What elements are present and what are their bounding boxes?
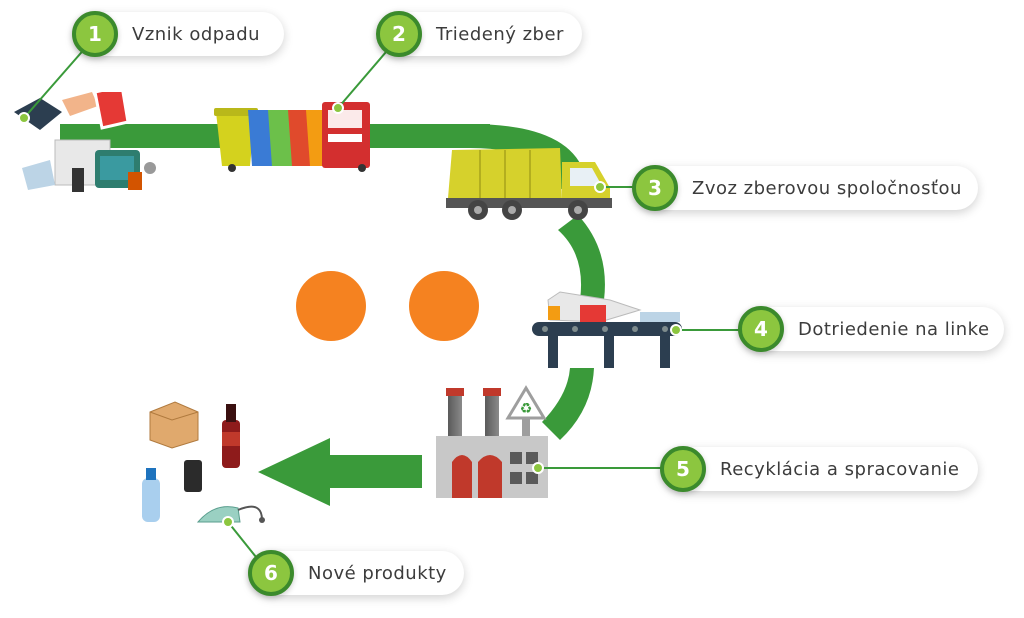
- sorting-line-illustration: [532, 291, 682, 368]
- step-2-text: Triedený zber: [436, 23, 564, 45]
- connector-lines: [23, 37, 758, 573]
- step-4-label: Dotriedenie na linke: [740, 307, 1004, 351]
- step-3-badge: 3: [632, 165, 678, 211]
- step-5-label: Recyklácia a spracovanie: [662, 447, 978, 491]
- orange-dot-left: [296, 271, 366, 341]
- step-3-text: Zvoz zberovou spoločnosťou: [692, 177, 962, 199]
- phone-icon: [184, 460, 202, 492]
- step-1-text: Vznik odpadu: [132, 23, 261, 45]
- waste-illustration: [14, 84, 156, 192]
- arrow-to-products: [258, 438, 422, 506]
- step-6-badge: 6: [248, 550, 294, 596]
- svg-text:♻: ♻: [520, 401, 533, 417]
- step-5-text: Recyklácia a spracovanie: [720, 458, 960, 480]
- step-2-badge: 2: [376, 11, 422, 57]
- products-illustration: [142, 401, 265, 523]
- orange-dot-right: [409, 271, 479, 341]
- connector-dots: [18, 102, 682, 528]
- step-5-badge: 5: [660, 446, 706, 492]
- step-6-text: Nové produkty: [308, 562, 447, 584]
- factory-illustration: ♻: [436, 385, 548, 498]
- step-1-badge: 1: [72, 11, 118, 57]
- step-4-badge: 4: [738, 306, 784, 352]
- step-4-text: Dotriedenie na linke: [798, 318, 990, 340]
- step-3-label: Zvoz zberovou spoločnosťou: [634, 166, 978, 210]
- truck-illustration: [446, 148, 612, 220]
- box-icon: [149, 401, 199, 449]
- bins-illustration: [214, 102, 370, 172]
- iron-icon: [196, 506, 241, 523]
